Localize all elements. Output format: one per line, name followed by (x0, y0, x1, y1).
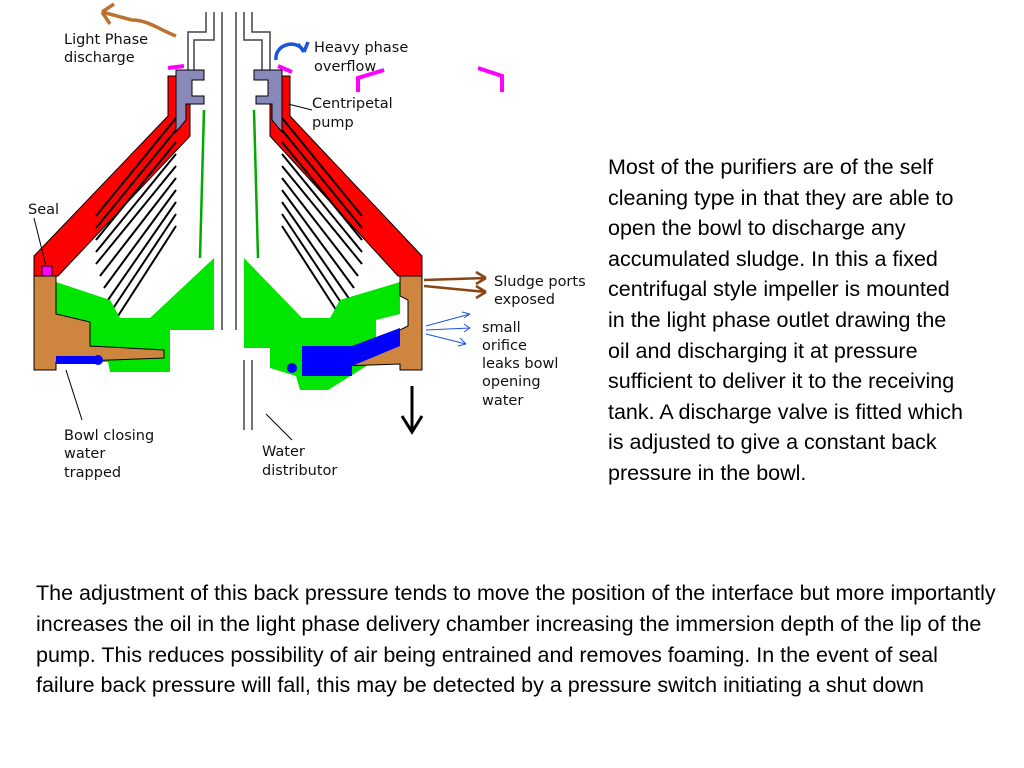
magenta-marks (167, 64, 504, 92)
piston-water-dot-right (287, 363, 297, 373)
orifice-arrows (425, 311, 471, 347)
side-paragraph: Most of the purifiers are of the self cl… (608, 155, 963, 485)
disc-stack-left (95, 117, 177, 317)
sliding-piston-right (302, 328, 400, 376)
piston-water-dot-left (93, 355, 103, 365)
label-small-orifice: small orifice leaks bowl opening water (482, 320, 563, 409)
label-seal: Seal (28, 202, 59, 218)
liquid-left (56, 258, 214, 372)
bowl-body-left (33, 275, 165, 371)
liquid-lines (198, 109, 260, 259)
label-water-distributor: Water distributor (262, 444, 337, 479)
label-sludge-ports: Sludge ports exposed (494, 274, 590, 308)
sludge-arrows (423, 270, 487, 300)
heavy-phase-arrow (274, 41, 310, 61)
disc-stack-right (281, 117, 363, 317)
label-centripetal-pump: Centripetal pump (312, 96, 397, 131)
bowl-top-right (269, 75, 423, 277)
purifier-diagram: Light Phase discharge Heavy phase overfl… (28, 2, 590, 481)
centripetal-pump-right (253, 69, 283, 134)
down-arrow (400, 386, 424, 435)
central-shaft (187, 12, 271, 430)
leader-lines (33, 103, 313, 441)
sliding-piston-left (56, 356, 100, 364)
seal-marker (41, 265, 53, 277)
label-heavy-phase: Heavy phase overflow (314, 40, 413, 75)
light-phase-arrow (100, 2, 177, 38)
label-light-phase: Light Phase discharge (64, 32, 153, 66)
centripetal-pump-left (175, 69, 205, 134)
bottom-paragraph: The adjustment of this back pressure ten… (36, 581, 996, 698)
label-bowl-closing-water: Bowl closing water trapped (64, 428, 159, 481)
